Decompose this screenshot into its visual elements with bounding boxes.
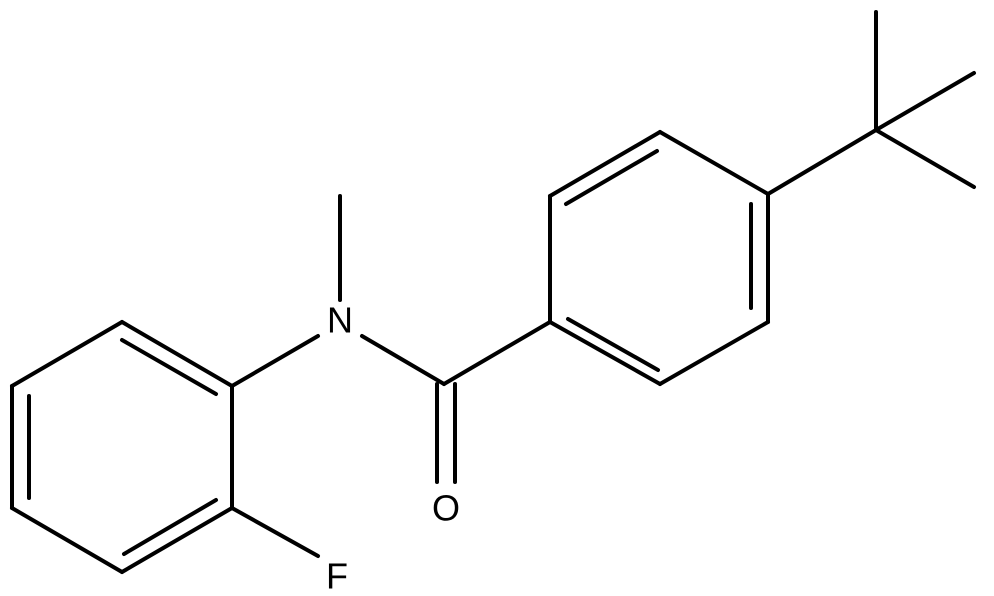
bond-ring-b-1	[120, 320, 234, 388]
bond-ring-a-5	[658, 320, 770, 386]
amide-group	[230, 194, 552, 484]
bond-ring-a-4	[548, 320, 662, 386]
atom-oxygen-label: O	[432, 488, 460, 529]
bond-tbu-c1-to-ring	[766, 128, 878, 196]
bond-ring-b-4	[10, 506, 124, 574]
bond-ring-a-1	[658, 130, 770, 196]
bond-nitrogen-to-ring	[230, 334, 320, 388]
fluorophenyl-ring	[10, 320, 320, 574]
bond-ring-to-carbonyl	[442, 320, 552, 386]
bond-ring-b-inner-3	[122, 498, 218, 556]
bond-carbonyl-to-nitrogen	[360, 334, 446, 386]
atom-nitrogen-label: N	[327, 300, 353, 341]
bond-ring-a-inner-1	[564, 149, 659, 206]
bond-ring-a-2	[548, 130, 662, 198]
bond-ring-b-5	[120, 506, 234, 574]
atom-fluorine-label: F	[326, 556, 348, 596]
bond-ring-to-fluorine	[230, 506, 320, 558]
bond-ring-a-inner-2	[566, 317, 660, 372]
benzoyl-ring	[548, 130, 770, 386]
tert-butyl-group	[766, 10, 976, 196]
bond-ring-b-inner-1	[120, 338, 218, 396]
bond-tbu-c1-methyl-lower-right	[874, 128, 976, 189]
bond-tbu-c1-methyl-upper-right	[874, 71, 976, 132]
bond-ring-b-2	[10, 320, 124, 388]
